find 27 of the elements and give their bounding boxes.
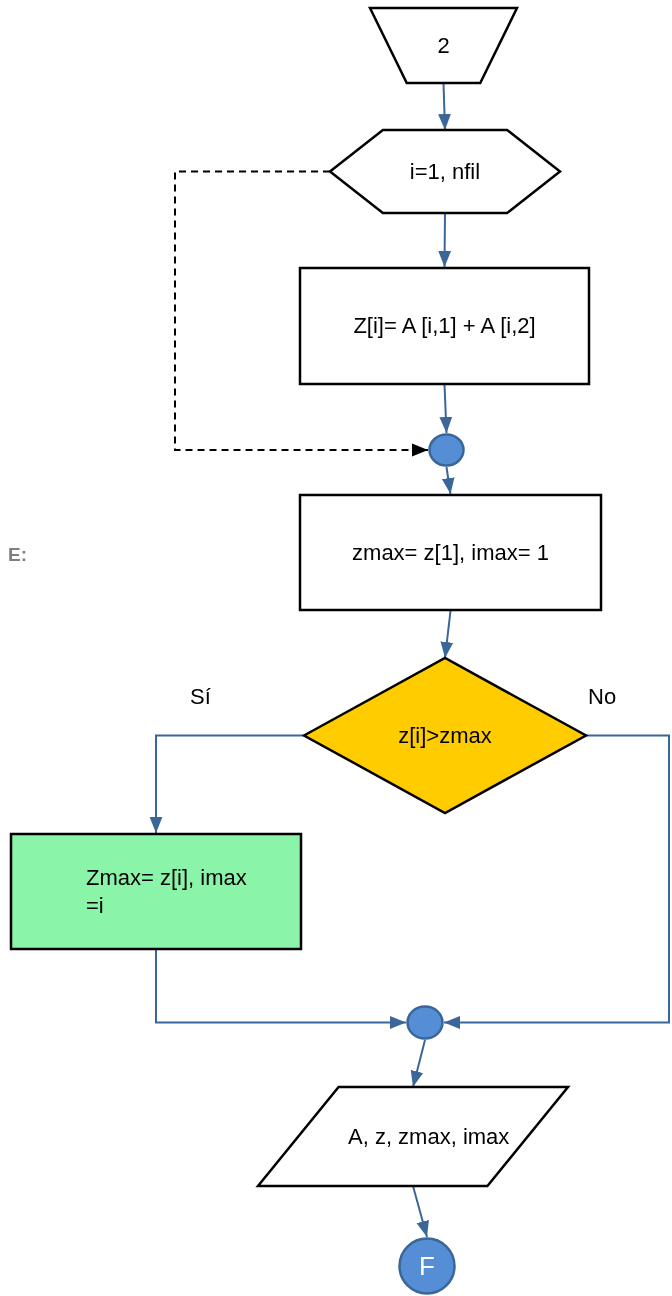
node-text: F: [419, 1249, 435, 1283]
arrow: [149, 734, 305, 834]
node-text: i=1, nfil: [409, 157, 481, 186]
node-text: z[i]>zmax: [398, 721, 492, 750]
dashed-arrow: [174, 170, 429, 457]
loop-hexagon: [330, 130, 560, 213]
arrow: [441, 466, 455, 495]
process-box: [299, 494, 602, 611]
node-text: Z[i]= A [i,1] + A [i,2]: [353, 312, 536, 340]
connector-circle: [428, 433, 465, 467]
connector-circle: [406, 1005, 444, 1040]
decision-diamond: [304, 658, 586, 813]
process-box: [10, 833, 302, 950]
node-text: Zmax= z[i], imax =i: [86, 864, 248, 919]
process-box: [299, 267, 590, 385]
node-text: 2: [437, 31, 450, 60]
note-label: E:: [8, 544, 27, 566]
terminal-circle: [398, 1237, 456, 1295]
node-text: A, z, zmax, imax: [348, 1122, 510, 1151]
arrow: [410, 1039, 426, 1088]
node-text: zmax= z[1], imax= 1: [352, 538, 549, 567]
arrow: [440, 610, 454, 659]
arrow: [155, 949, 407, 1029]
arrow: [443, 734, 670, 1029]
output-parallelogram: [258, 1087, 568, 1186]
manual-input-trapezoid: [370, 8, 517, 83]
arrow: [439, 384, 453, 434]
